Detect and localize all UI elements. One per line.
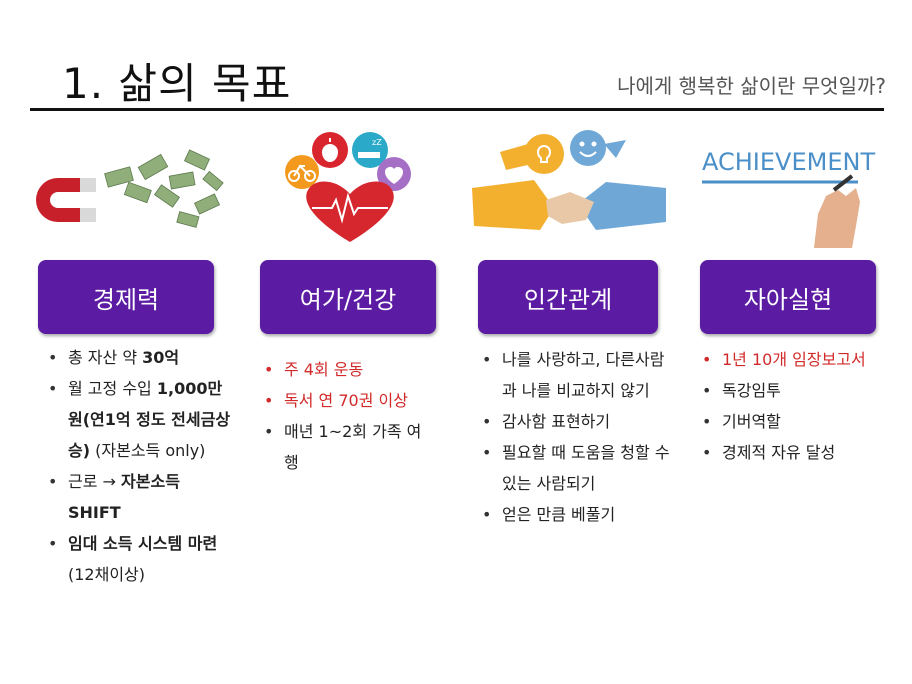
- list-item: 임대 소득 시스템 마련 (12채이상): [46, 528, 236, 590]
- header-leisure-health: 여가/건강: [260, 260, 436, 334]
- list-item: 나를 사랑하고, 다른사람과 나를 비교하지 않기: [480, 344, 670, 406]
- list-item: 주 4회 운동: [262, 354, 432, 385]
- list-item: 매년 1~2회 가족 여행: [262, 416, 432, 478]
- title-divider: [30, 108, 884, 111]
- list-item: 총 자산 약 30억: [46, 342, 236, 373]
- header-economy: 경제력: [38, 260, 214, 334]
- leisure-bullet-list: 주 4회 운동 독서 연 70권 이상 매년 1~2회 가족 여행: [262, 354, 432, 478]
- self-realization-bullet-list: 1년 10개 임장보고서 독강임투 기버역할 경제적 자유 달성: [700, 344, 910, 468]
- list-item: 근로 → 자본소득 SHIFT: [46, 466, 236, 528]
- list-item: 얻은 만큼 베풀기: [480, 499, 670, 530]
- slide-title: 1. 삶의 목표: [62, 59, 292, 108]
- list-item: 1년 10개 임장보고서: [700, 344, 910, 375]
- svg-text:zZ: zZ: [372, 138, 382, 147]
- list-item: 경제적 자유 달성: [700, 437, 910, 468]
- handshake-ideas-icon: [472, 130, 666, 230]
- list-item: 독강임투: [700, 375, 910, 406]
- list-item: 감사함 표현하기: [480, 406, 670, 437]
- magnet-money-icon: [36, 149, 224, 228]
- health-icons-cluster: zZ: [285, 132, 411, 242]
- economy-bullet-list: 총 자산 약 30억 월 고정 수입 1,000만원(연1억 정도 전세금상승)…: [46, 342, 236, 590]
- achievement-banner-text: ACHIEVEMENT: [702, 148, 875, 176]
- list-item: 기버역할: [700, 406, 910, 437]
- achievement-hand-icon: ACHIEVEMENT: [702, 148, 875, 248]
- slide-subtitle: 나에게 행복한 삶이란 무엇일까?: [617, 74, 886, 98]
- list-item: 필요할 때 도움을 청할 수 있는 사람되기: [480, 437, 670, 499]
- header-relationships: 인간관계: [478, 260, 658, 334]
- list-item: 월 고정 수입 1,000만원(연1억 정도 전세금상승) (자본소득 only…: [46, 373, 236, 466]
- header-self-realization: 자아실현: [700, 260, 876, 334]
- list-item: 독서 연 70권 이상: [262, 385, 432, 416]
- relationships-bullet-list: 나를 사랑하고, 다른사람과 나를 비교하지 않기 감사함 표현하기 필요할 때…: [480, 344, 670, 530]
